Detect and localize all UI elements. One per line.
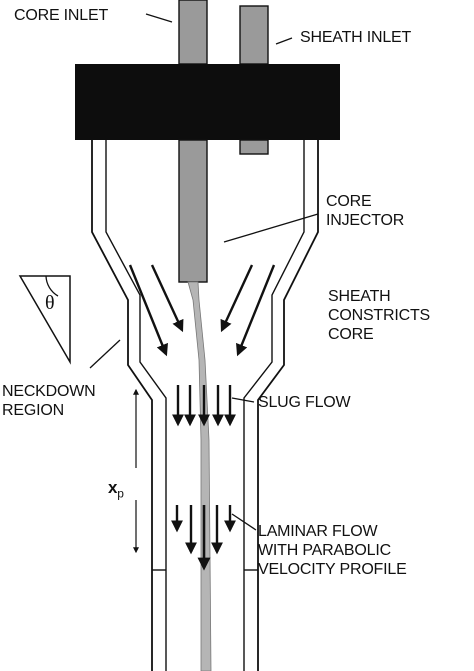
core-inlet-leader bbox=[145, 13, 173, 23]
sheath-arrow-2 bbox=[150, 264, 184, 333]
label-xp-subscript: p bbox=[117, 486, 124, 501]
label-xp-main: x bbox=[108, 478, 118, 497]
core-injector-leader bbox=[223, 213, 319, 243]
label-core-inlet: CORE INLET bbox=[14, 7, 109, 24]
core-injector-tube bbox=[178, 139, 208, 283]
laminar-leader bbox=[231, 513, 257, 531]
mounting-block bbox=[75, 64, 340, 140]
neckdown-leader bbox=[89, 339, 121, 369]
core-stream bbox=[187, 281, 212, 671]
label-sheath-inlet: SHEATH INLET bbox=[300, 29, 412, 46]
label-theta: θ bbox=[45, 292, 55, 314]
label-xp: xp bbox=[108, 478, 124, 503]
sheath-inlet-tube bbox=[239, 5, 269, 65]
label-laminar-flow: LAMINAR FLOW WITH PARABOLIC VELOCITY PRO… bbox=[258, 523, 407, 578]
sheath-arrow-4 bbox=[236, 264, 276, 357]
label-core-injector: CORE INJECTOR bbox=[326, 193, 405, 229]
core-inlet-tube bbox=[178, 0, 208, 65]
label-neckdown-region: NECKDOWN REGION bbox=[2, 383, 96, 419]
sheath-inlet-leader bbox=[275, 37, 293, 45]
sheath-arrow-1 bbox=[128, 264, 168, 357]
outer-wall-left bbox=[91, 140, 153, 671]
slug-flow-leader bbox=[231, 397, 255, 403]
sheath-arrow-3 bbox=[220, 264, 254, 333]
inner-wall-right bbox=[243, 140, 305, 671]
angle-arc bbox=[45, 275, 59, 297]
angle-triangle bbox=[18, 275, 71, 365]
label-slug-flow: SLUG FLOW bbox=[258, 394, 351, 411]
sheath-inlet-stub bbox=[239, 139, 269, 155]
outer-wall-right bbox=[257, 140, 319, 671]
label-sheath-constricts-core: SHEATH CONSTRICTS CORE bbox=[328, 288, 431, 343]
